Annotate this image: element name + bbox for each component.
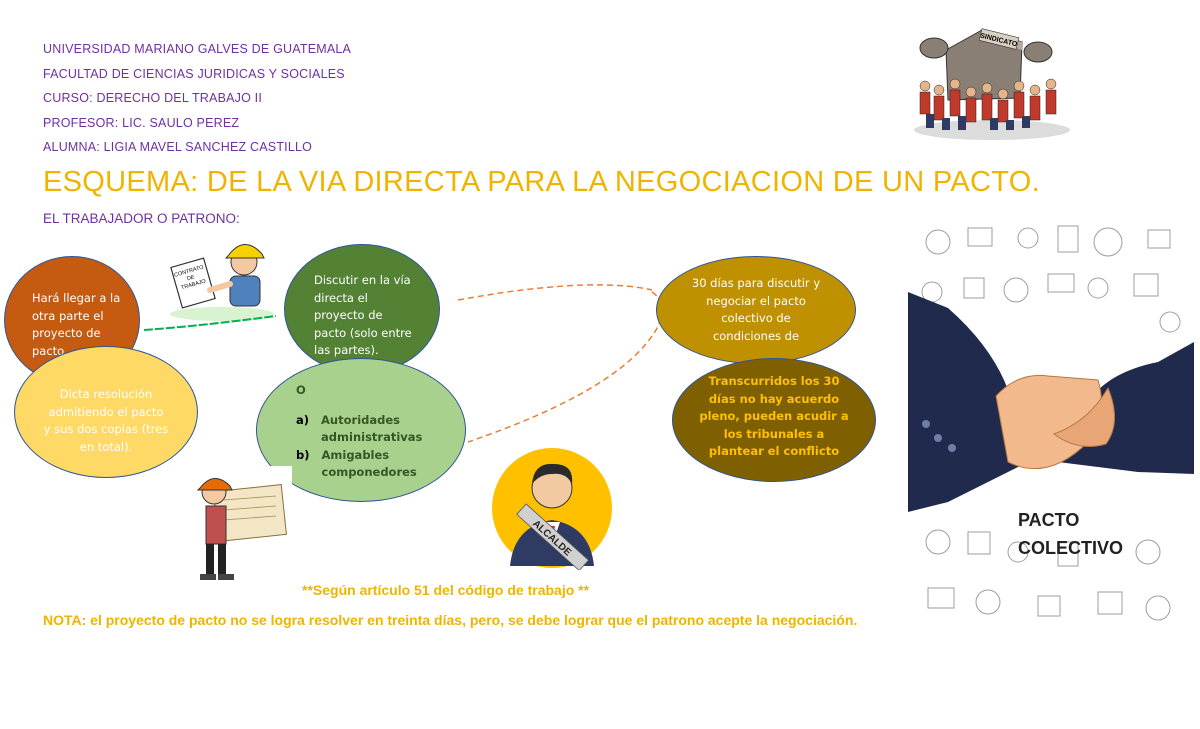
node-resolution: [14, 346, 198, 478]
orange-connectors: [457, 284, 663, 443]
node-30-days: [656, 256, 856, 364]
connector-to-30-days: [457, 284, 653, 301]
bottom-note: NOTA: el proyecto de pacto no se logra r…: [43, 612, 858, 628]
page-title: ESQUEMA: DE LA VIA DIRECTA PARA LA NEGOC…: [43, 166, 1040, 198]
node-send-project-text: Hará llegar a la otra parte el proyecto …: [32, 291, 121, 358]
professor-name: PROFESOR: LIC. SAULO PEREZ: [43, 116, 240, 130]
contract-paper: CONTRATO DE TRABAJO: [170, 257, 216, 309]
article-reference: **Según artículo 51 del código de trabaj…: [302, 582, 590, 598]
mayor-illustration: ALCALDE: [492, 448, 612, 570]
student-name: ALUMNA: LIGIA MAVEL SANCHEZ CASTILLO: [43, 140, 313, 154]
node-alternatives-lead: O: [296, 383, 306, 397]
connector-to-authorities: [467, 291, 663, 443]
worker-contract-illustration: CONTRATO DE TRABAJO: [170, 244, 274, 321]
node-30-days-text: 30 días para discutir y negociar el pact…: [691, 276, 821, 343]
university-name: UNIVERSIDAD MARIANO GALVES DE GUATEMALA: [43, 42, 352, 56]
node-discuss-direct: [284, 244, 440, 374]
node-discuss-direct-text: Discutir en la vía directa el proyecto d…: [314, 273, 412, 357]
diagram-subtitle: EL TRABAJADOR O PATRONO:: [43, 211, 240, 226]
green-connector-line: [143, 315, 277, 331]
node-resolution-text: Dicta resolución admitiendo el pacto y s…: [43, 387, 169, 454]
course-name: CURSO: DERECHO DEL TRABAJO II: [43, 91, 263, 105]
union-strike-illustration: SINDICATO: [914, 28, 1070, 140]
pact-label: PACTO COLECTIVO: [1018, 510, 1123, 558]
faculty-name: FACULTAD DE CIENCIAS JURIDICAS Y SOCIALE…: [43, 67, 345, 81]
node-after-30-days-text: Transcurridos los 30 días no hay acuerdo…: [699, 374, 849, 458]
svg-text:PACTO: PACTO: [1018, 510, 1079, 530]
node-after-30-days: [672, 358, 876, 482]
handshake-illustration: PACTO COLECTIVO: [908, 225, 1194, 621]
engineer-blueprint-illustration: [176, 466, 292, 584]
svg-text:COLECTIVO: COLECTIVO: [1018, 538, 1123, 558]
